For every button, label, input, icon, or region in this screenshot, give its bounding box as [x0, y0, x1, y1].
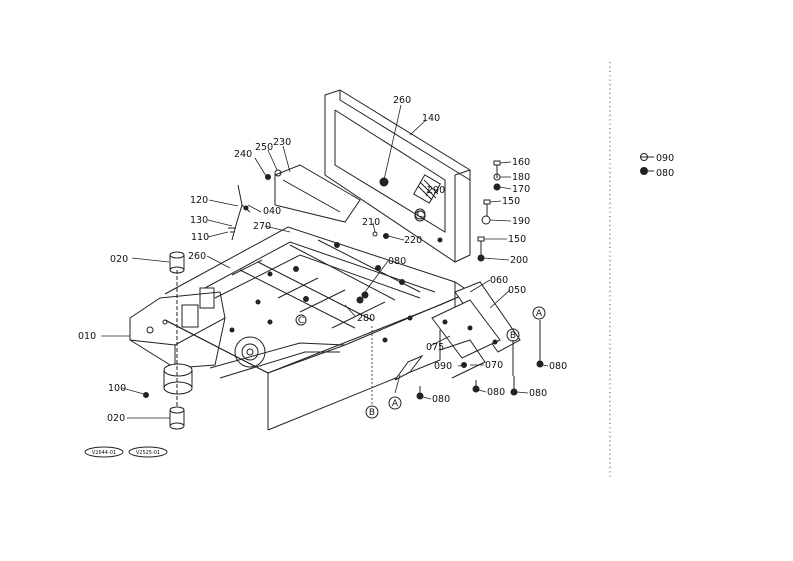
callout-150a: 150 — [502, 196, 520, 207]
bushing-top — [169, 251, 185, 274]
callout-080d: 080 — [487, 387, 505, 398]
ref-note-2: V2525-01 — [136, 450, 160, 456]
callout-075: 075 — [426, 342, 444, 353]
legend-label-090: 090 — [656, 153, 674, 164]
bushing-bottom — [169, 406, 185, 430]
callout-260a: 260 — [393, 95, 411, 106]
callout-270: 270 — [253, 221, 271, 232]
swing-boss — [129, 270, 226, 410]
callout-280: 280 — [357, 313, 375, 324]
callout-050: 050 — [508, 285, 526, 296]
base-frame — [164, 226, 472, 431]
leader-lines — [101, 104, 549, 419]
side-legend: 090 080 — [640, 153, 674, 179]
back-panel — [324, 89, 471, 263]
marker-b-right: B — [510, 331, 516, 341]
callout-250: 250 — [255, 142, 273, 153]
marker-a-right: A — [536, 309, 543, 319]
callout-240: 240 — [234, 149, 252, 160]
match-markers: C C A A B B — [295, 208, 546, 419]
callout-170: 170 — [512, 184, 530, 195]
ref-note-1: V2644-01 — [92, 450, 116, 456]
callout-070: 070 — [485, 360, 503, 371]
callout-200: 200 — [510, 255, 528, 266]
callout-290: 290 — [427, 185, 445, 196]
lever-assembly — [228, 184, 251, 241]
callout-labels: 260 140 240 250 230 290 160 180 170 150 … — [78, 95, 567, 424]
cover-plate — [274, 164, 361, 223]
callout-190: 190 — [512, 216, 530, 227]
callout-100: 100 — [108, 383, 126, 394]
callout-140: 140 — [422, 113, 440, 124]
callout-210: 210 — [362, 217, 380, 228]
callout-080e: 080 — [529, 388, 547, 399]
callout-150b: 150 — [508, 234, 526, 245]
callout-110: 110 — [191, 232, 209, 243]
callout-230: 230 — [273, 137, 291, 148]
callout-130: 130 — [190, 215, 208, 226]
callout-010: 010 — [78, 331, 96, 342]
callout-080a: 080 — [388, 256, 406, 267]
callout-220: 220 — [404, 235, 422, 246]
callout-020a: 020 — [110, 254, 128, 265]
callout-060: 060 — [490, 275, 508, 286]
legend-label-080: 080 — [656, 168, 674, 179]
callout-080b: 080 — [549, 361, 567, 372]
callout-020b: 020 — [107, 413, 125, 424]
marker-c-lower: C — [298, 316, 304, 326]
callout-040: 040 — [263, 206, 281, 217]
bracket-plates — [394, 281, 521, 381]
marker-b-bottom: B — [369, 408, 375, 418]
reference-notes: V2644-01 V2525-01 — [84, 446, 168, 458]
callout-080c: 080 — [432, 394, 450, 405]
marker-c-upper: C — [417, 210, 423, 220]
marker-a-bottom: A — [392, 399, 399, 409]
callout-120: 120 — [190, 195, 208, 206]
callout-260b: 260 — [188, 251, 206, 262]
callout-160: 160 — [512, 157, 530, 168]
callout-090a: 090 — [434, 361, 452, 372]
callout-180: 180 — [512, 172, 530, 183]
